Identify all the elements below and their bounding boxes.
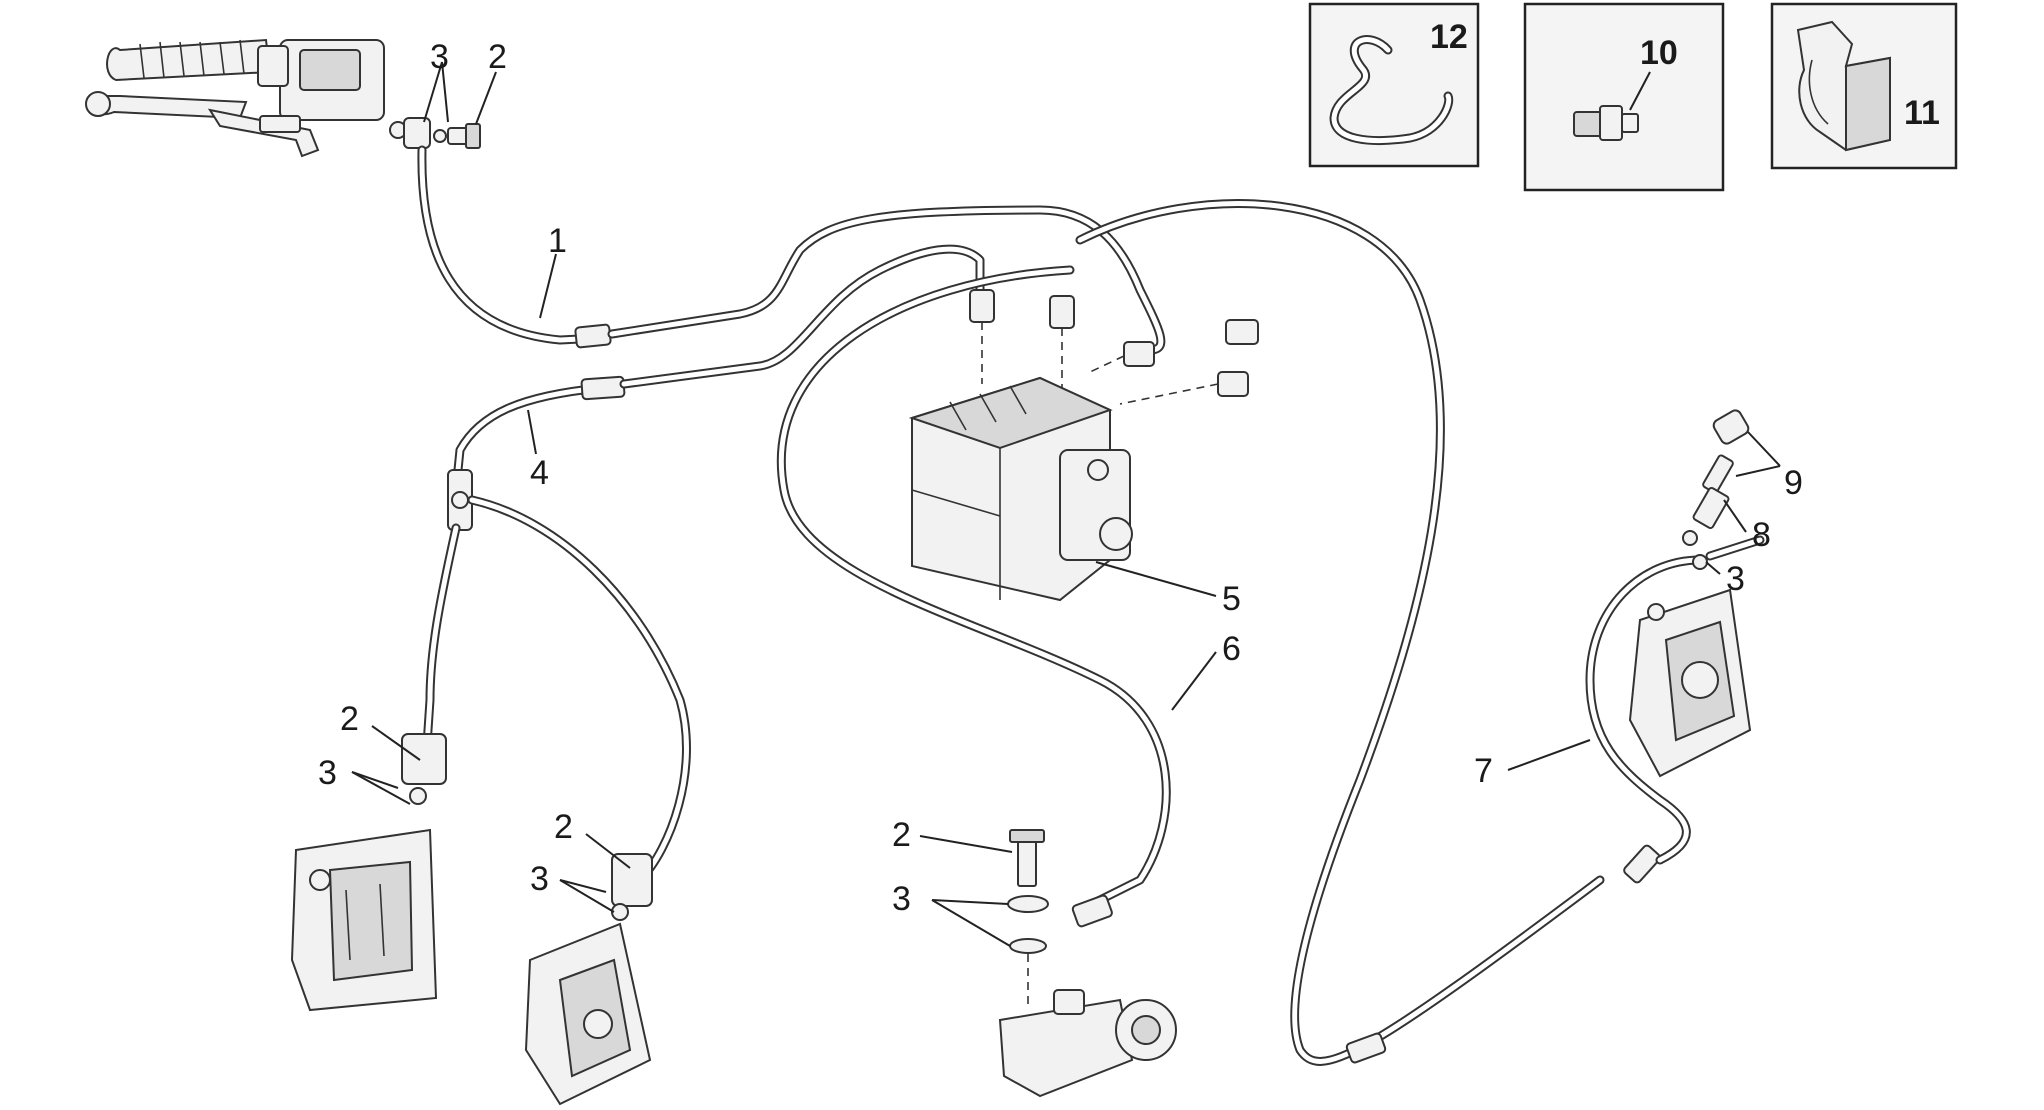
callout-4: 4: [530, 454, 549, 492]
hose-1-joint: [574, 323, 612, 349]
callout-9: 9: [1784, 464, 1803, 502]
abs-modulator-unit: [908, 376, 1133, 602]
leader-lines: [351, 61, 1781, 947]
callout-5: 5: [1222, 580, 1241, 618]
inset-box-12: 12: [1308, 2, 1480, 168]
callout-2-top: 2: [488, 38, 507, 76]
front-brake-master-cylinder: [85, 38, 385, 158]
callout-3-right: 3: [1726, 560, 1745, 598]
front-right-caliper: [524, 853, 653, 1106]
callout-3-bottom: 3: [892, 880, 911, 918]
callout-3-left: 3: [318, 754, 337, 792]
callout-2-bottom: 2: [892, 816, 911, 854]
callout-7: 7: [1474, 752, 1493, 790]
rear-caliper: [1628, 588, 1752, 778]
callout-6: 6: [1222, 630, 1241, 668]
callout-8: 8: [1752, 516, 1771, 554]
hose-4-joint: [580, 375, 626, 401]
front-left-caliper: [290, 733, 447, 1012]
callout-3-top: 3: [430, 38, 449, 76]
callout-1: 1: [548, 222, 567, 260]
inset-label-12: 12: [1430, 18, 1468, 56]
callout-2-left: 2: [340, 700, 359, 738]
abs-inlet-fittings: [969, 289, 1259, 405]
callout-2-mid: 2: [554, 808, 573, 846]
callout-3-mid: 3: [530, 860, 549, 898]
inset-box-11: 11: [1770, 2, 1958, 170]
inset-label-11: 11: [1904, 94, 1940, 132]
rear-bleed-fittings: [1682, 409, 1750, 570]
inset-box-10: 10: [1523, 2, 1725, 192]
top-banjo-fitting: [389, 117, 481, 149]
inset-label-10: 10: [1640, 34, 1678, 72]
big-loop-joint: [1345, 844, 1661, 1064]
